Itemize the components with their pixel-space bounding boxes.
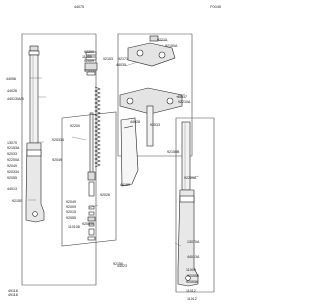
center-parts-frame [61, 111, 117, 247]
right-fork-outer-tube [177, 189, 199, 287]
label-44013: 44013 [7, 187, 17, 191]
label-92200a-b: 92200A [184, 176, 197, 180]
label-44035: 44035 [116, 63, 126, 67]
label-49118: 49118 [8, 289, 18, 293]
label-92049: 92049 [7, 164, 17, 168]
label-92150-c: 92150 [113, 262, 123, 266]
fork-spring [94, 86, 101, 168]
left-fork-top-cap [28, 45, 40, 56]
label-11012-b: 11012 [187, 297, 197, 301]
label-92210: 92210 [157, 38, 167, 42]
label-92200-a: 92200 [84, 50, 94, 54]
left-fork-frame [21, 33, 97, 286]
label-44028: 44028 [130, 120, 140, 124]
label-44037: 44037 [177, 95, 187, 99]
label-44013-a-b: 44013/A/B [7, 97, 24, 101]
label-13070: 13070 [7, 141, 17, 145]
lower-triple-clamp [119, 87, 183, 147]
label-92150: 92150 [12, 199, 22, 203]
label-92033-b: 92033 [150, 123, 160, 127]
label-920550-c: 920550 [82, 222, 94, 226]
label-11009: 11009 [82, 55, 92, 59]
damper-rod [87, 112, 96, 197]
fork-guard [120, 117, 139, 187]
label-92150a: 92150A [165, 44, 178, 48]
label-44056-left: 44056 [6, 77, 16, 81]
label-920334-b: 920334 [52, 138, 64, 142]
label-92033: 92033 [7, 152, 17, 156]
diagram-code: F0045 [210, 5, 221, 9]
label-92055-b: 92055 [66, 216, 76, 220]
label-920556: 920556 [186, 280, 198, 284]
label-920334: 920334 [7, 170, 19, 174]
label-92171: 92171 [118, 57, 128, 61]
right-fork-frame [175, 117, 215, 293]
label-92049-c: 92049 [52, 158, 62, 162]
parts-diagram-svg [21, 33, 215, 293]
label-44023: 44023 [117, 264, 127, 268]
label-920550-b: 920550 [187, 274, 199, 278]
left-fork-outer-tube [25, 142, 45, 223]
label-44026: 44026 [7, 89, 17, 93]
leader-lines [28, 39, 200, 247]
label-92153-b: 92153 [103, 57, 113, 61]
lower-small-parts [87, 205, 96, 241]
label-92055: 92055 [7, 176, 17, 180]
left-fork-inner-tube [29, 54, 39, 144]
label-44075: 44075 [74, 5, 84, 9]
label-49118-b: 49118 [8, 293, 18, 297]
spring-seat-stack [84, 51, 98, 76]
label-92015: 92015 [66, 210, 76, 214]
label-92200a: 92200A [7, 158, 20, 162]
label-11012: 11012 [186, 289, 196, 293]
label-13070a: 13070A [187, 240, 200, 244]
label-92009: 92009 [84, 59, 94, 63]
steering-frame [117, 33, 193, 157]
label-920550: 920550 [84, 69, 96, 73]
label-44013a: 44013A [187, 255, 200, 259]
upper-triple-clamp [127, 35, 176, 67]
label-92150b: 92150B [167, 150, 180, 154]
label-92153a: 92153A [7, 146, 20, 150]
label-110108: 110108 [68, 225, 80, 229]
label-92049-b: 92049 [66, 200, 76, 204]
label-92026: 92026 [100, 193, 110, 197]
label-92200-d: 92200 [70, 124, 80, 128]
label-11009-b: 11009 [186, 268, 196, 272]
label-92009-b: 92009 [66, 205, 76, 209]
label-44150: 44150 [120, 183, 130, 187]
label-92210a: 92210A [178, 100, 191, 104]
